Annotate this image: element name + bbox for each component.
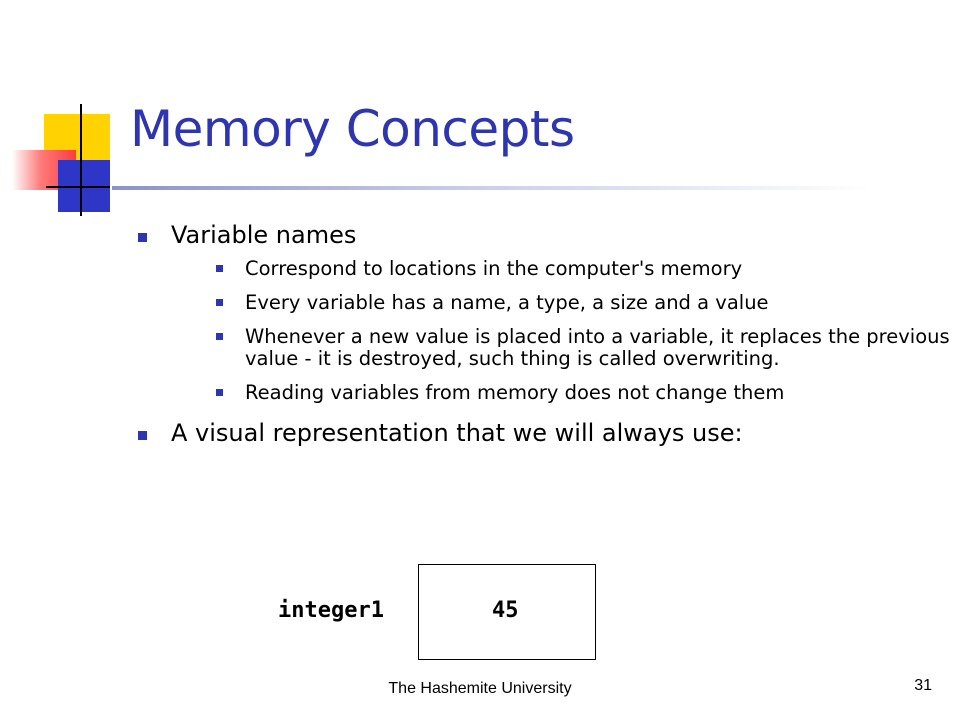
bullet-list: Variable names Correspond to locations i… <box>138 218 950 450</box>
sub-bullet-item: Reading variables from memory does not c… <box>216 382 960 404</box>
bullet-item: Variable names Correspond to locations i… <box>138 218 950 404</box>
sub-bullet-item: Whenever a new value is placed into a va… <box>216 326 960 370</box>
memory-cell-box <box>418 564 596 660</box>
variable-name-label: integer1 <box>278 598 384 623</box>
sub-bullet-item: Correspond to locations in the computer'… <box>216 258 960 280</box>
slide-footer: The Hashemite University <box>388 680 572 697</box>
sub-bullet-list: Correspond to locations in the computer'… <box>171 258 950 404</box>
title-underline <box>112 186 872 190</box>
bullet-text: Variable names <box>171 221 357 249</box>
slide-title: Memory Concepts <box>130 100 575 158</box>
bullet-text: A visual representation that we will alw… <box>171 419 743 447</box>
page-number: 31 <box>914 677 932 694</box>
variable-value: 45 <box>492 598 519 623</box>
logo-vertical-line <box>80 104 82 216</box>
logo-horizontal-line <box>46 186 110 188</box>
bullet-item: A visual representation that we will alw… <box>138 416 928 450</box>
slide-logo-decoration <box>0 0 140 230</box>
sub-bullet-item: Every variable has a name, a type, a siz… <box>216 292 960 314</box>
